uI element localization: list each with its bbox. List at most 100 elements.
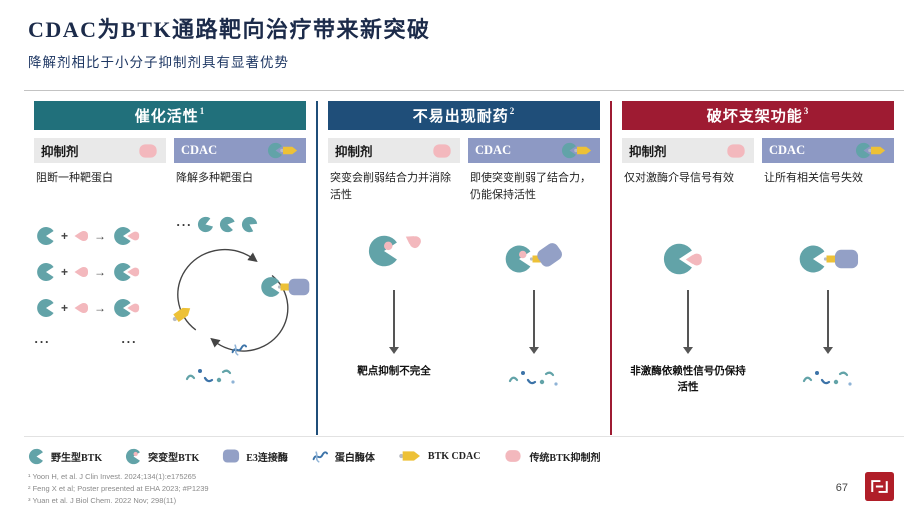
inhibitor-diagram: 非激酶依赖性信号仍保持活性 [622, 214, 754, 435]
subheader-row: 抑制剂 CDAC [328, 138, 600, 163]
down-arrow [393, 290, 395, 352]
column-catalytic-activity: 催化活性 1 抑制剂 CDAC 阻断一种靶蛋白 降解多种靶蛋白 [24, 101, 316, 435]
inhibitor-subheader: 抑制剂 [622, 138, 754, 163]
btk-inhibitor-icon [725, 143, 747, 159]
btk-cdac-complex-icon [267, 142, 299, 159]
diagram-row: 非激酶依赖性信号仍保持活性 [622, 214, 894, 435]
cdac-subheader: CDAC [174, 138, 306, 163]
ternary-complex [260, 276, 310, 298]
arrow-sign: → [94, 229, 107, 243]
inhibitor-outcome: 非激酶依赖性信号仍保持活性 [630, 366, 746, 394]
legend-item-e3-ligase: E3连接酶 [222, 449, 288, 464]
cdac-subheader: CDAC [762, 138, 894, 163]
ternary-complex [504, 234, 565, 284]
cdac-label: CDAC [181, 143, 218, 157]
column-scaffold-function: 破坏支架功能 3 抑制剂 CDAC 仅对激酶介导信号有效 让所有相 [610, 101, 904, 435]
cdac-description: 即使突变削弱了结合力，仍能保持活性 [470, 172, 591, 201]
ellipsis: ··· [34, 334, 51, 349]
legend-label: 蛋白酶体 [334, 452, 375, 464]
inhibitor-outcome: 靶点抑制不完全 [357, 366, 431, 377]
binding-row: + → [36, 262, 166, 282]
subheader-row: 抑制剂 CDAC [34, 138, 306, 163]
subheader-row: 抑制剂 CDAC [622, 138, 894, 163]
mutant-btk-icon [367, 234, 401, 268]
inhibitor-label: 抑制剂 [335, 145, 373, 159]
e3-ligase-icon [222, 449, 240, 463]
proteasome-icon [230, 340, 248, 358]
legend-label: 突变型BTK [148, 452, 200, 464]
company-logo [865, 472, 894, 501]
legend-item-proteasome: 蛋白酶体 [311, 447, 375, 465]
column-title: 不易出现耐药 [412, 109, 509, 125]
wildtype-btk-icon [238, 213, 261, 236]
legend: 野生型BTK 突变型BTK E3连接酶 蛋白酶体 BTK CDAC 传统BTK抑… [28, 447, 601, 465]
column-title-sup: 3 [803, 105, 810, 116]
cdac-description: 让所有相关信号失效 [764, 172, 863, 184]
btk-inhibitor-icon [126, 265, 140, 279]
degraded-fragments-icon [800, 366, 856, 390]
wildtype-btk-icon [36, 262, 56, 282]
legend-label: E3连接酶 [246, 452, 288, 464]
comparison-columns: 催化活性 1 抑制剂 CDAC 阻断一种靶蛋白 降解多种靶蛋白 [24, 101, 904, 435]
legend-item-mutant-btk: 突变型BTK [125, 448, 199, 465]
column-header: 催化活性 1 [34, 101, 306, 130]
wildtype-btk-icon [36, 226, 56, 246]
wildtype-btk-icon [28, 448, 45, 465]
bound-complex [113, 226, 146, 246]
plus-sign: + [61, 301, 69, 315]
proteasome-icon [311, 447, 329, 465]
multiple-targets-row: ··· [176, 216, 258, 233]
description-row: 仅对激酶介导信号有效 让所有相关信号失效 [622, 170, 894, 212]
inhibitor-subheader: 抑制剂 [328, 138, 460, 163]
legend-divider [24, 436, 904, 437]
wildtype-btk-icon [36, 298, 56, 318]
btk-inhibitor-icon [73, 300, 89, 316]
slide-header: CDAC为BTK通路靶向治疗带来新突破 降解剂相比于小分子抑制剂具有显著优势 [28, 12, 896, 71]
degraded-fragments-icon [506, 366, 562, 390]
legend-item-btk-inhibitor: 传统BTK抑制剂 [503, 449, 601, 464]
page-title: CDAC为BTK通路靶向治疗带来新突破 [28, 17, 431, 42]
down-arrow [687, 290, 689, 352]
wildtype-btk-icon [217, 214, 237, 234]
diagram-row: + → + → [34, 214, 306, 435]
ellipsis: ··· [176, 216, 193, 232]
cdac-label: CDAC [475, 143, 512, 157]
plus-sign: + [61, 229, 69, 243]
btk-inhibitor-icon [399, 228, 425, 254]
btk-inhibitor-icon [126, 229, 140, 243]
inhibitor-subheader: 抑制剂 [34, 138, 166, 163]
column-header: 不易出现耐药 2 [328, 101, 600, 130]
bound-complex [662, 234, 714, 284]
inhibitor-label: 抑制剂 [41, 145, 79, 159]
binding-row: + → [36, 226, 166, 246]
description-row: 阻断一种靶蛋白 降解多种靶蛋白 [34, 170, 306, 212]
btk-inhibitor-icon [431, 143, 453, 159]
cdac-subheader: CDAC [468, 138, 600, 163]
down-arrow [533, 290, 535, 352]
bound-complex [113, 298, 146, 318]
btk-cdac-icon [867, 144, 887, 157]
cdac-diagram [762, 214, 894, 435]
btk-cdac-complex-icon [855, 142, 887, 159]
weak-binding-complex [367, 234, 422, 284]
footnote: ² Feng X et al; Poster presented at EHA … [28, 484, 209, 493]
degraded-fragments-icon [182, 364, 240, 388]
column-title-sup: 1 [199, 105, 206, 116]
legend-item-wildtype-btk: 野生型BTK [28, 448, 102, 465]
btk-inhibitor-icon [73, 264, 89, 280]
e3-ligase-icon [834, 249, 859, 269]
footnote: ¹ Yoon H, et al. J Clin Invest. 2024;134… [28, 472, 197, 481]
legend-label: BTK CDAC [427, 450, 481, 462]
ternary-complex [798, 234, 859, 284]
column-title: 破坏支架功能 [706, 109, 803, 125]
legend-label: 传统BTK抑制剂 [529, 452, 601, 464]
e3-ligase-icon [288, 278, 310, 296]
mutant-btk-icon [504, 244, 534, 274]
down-arrow [827, 290, 829, 352]
arrow-sign: → [94, 265, 107, 279]
column-drug-resistance: 不易出现耐药 2 抑制剂 CDAC 突变会削弱结合力并消除活性 即 [316, 101, 610, 435]
ellipsis: ··· [120, 334, 137, 349]
btk-inhibitor-icon [503, 449, 523, 463]
inhibitor-description: 突变会削弱结合力并消除活性 [330, 172, 451, 201]
